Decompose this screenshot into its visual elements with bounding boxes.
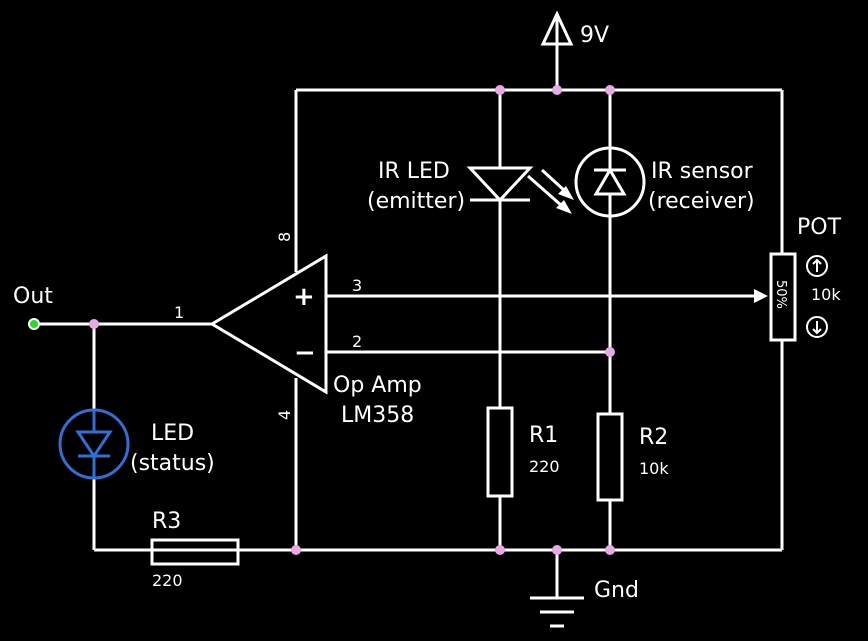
opamp-pin-vcc: 8 [275,232,294,242]
pot-name-label: POT [797,215,842,240]
status-led-symbol [58,408,130,480]
junction-node [605,85,615,95]
r2-name-label: R2 [639,425,668,450]
supply-symbol [540,10,574,46]
opamp-symbol [209,253,328,395]
ir-sensor-label-2: (receiver) [648,189,755,214]
junction-node [89,319,99,329]
ir-sensor-symbol [574,146,646,218]
r3-value-label: 220 [152,571,183,590]
status-led-label-1: LED [151,421,194,446]
opamp-pin-noninv: 3 [352,276,362,295]
junction-node [495,545,505,555]
junction-node [552,85,562,95]
supply-label: 9V [580,23,609,48]
junction-nodes [89,85,615,555]
opamp-pin-out: 1 [174,303,184,322]
output-terminal [28,318,40,330]
wires [36,44,784,598]
r1-symbol [486,406,514,498]
opamp-pin-inv: 2 [352,332,362,351]
pot-value-label: 10k [811,285,841,304]
ir-led-label-1: IR LED [378,159,450,184]
ir-sensor-label-1: IR sensor [651,159,754,184]
output-label: Out [13,284,53,309]
ground-label: Gnd [594,578,639,603]
r3-symbol [150,538,240,566]
ground-symbol [530,596,584,628]
r2-value-label: 10k [639,459,669,478]
status-led-label-2: (status) [130,451,215,476]
pot-position-label: 50% [773,280,788,309]
r1-value-label: 220 [529,457,560,476]
opamp-minus-sign: − [294,338,316,368]
ir-led-symbol [466,166,574,214]
junction-node [552,545,562,555]
junction-node [605,347,615,357]
junction-node [605,545,615,555]
junction-node [291,545,301,555]
opamp-name-label: Op Amp [333,373,422,398]
r3-name-label: R3 [152,509,181,534]
r2-symbol [596,412,624,502]
junction-node [495,85,505,95]
r1-name-label: R1 [529,423,558,448]
pot-symbol [754,252,828,342]
ir-led-label-2: (emitter) [367,189,465,214]
opamp-part-label: LM358 [341,403,414,428]
opamp-pin-gnd: 4 [275,410,294,420]
opamp-plus-sign: + [293,282,315,312]
